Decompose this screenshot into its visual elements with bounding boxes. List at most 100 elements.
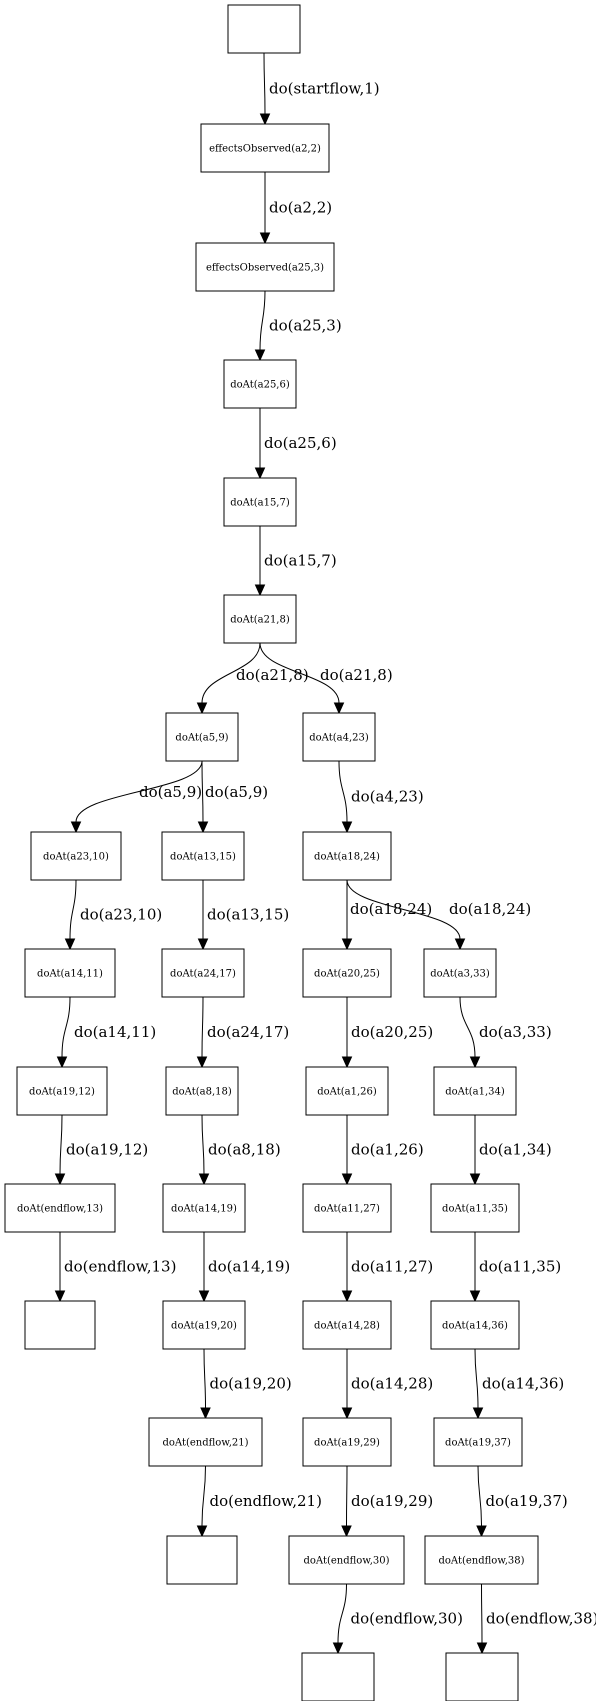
node-box bbox=[302, 948, 392, 998]
edge-label: do(a14,11) bbox=[74, 1023, 156, 1041]
edge-line bbox=[337, 1583, 347, 1644]
arrow-head-icon bbox=[54, 1173, 66, 1186]
arrow-head-icon bbox=[341, 1407, 353, 1420]
arrow-head-icon bbox=[196, 1056, 208, 1069]
node-label: doAt(a14,19) bbox=[171, 1204, 237, 1215]
node-label: doAt(a1,26) bbox=[317, 1087, 377, 1098]
node-label: doAt(endflow,21) bbox=[162, 1438, 248, 1449]
transition-edge: do(a19,37) bbox=[476, 1465, 568, 1538]
transition-edge: do(a11,27) bbox=[341, 1231, 433, 1303]
transition-edge: do(a25,3) bbox=[254, 290, 342, 362]
transition-edge: do(a1,34) bbox=[469, 1114, 552, 1186]
edge-line bbox=[201, 996, 204, 1058]
empty-state-node bbox=[166, 1535, 238, 1585]
node-box bbox=[166, 1535, 238, 1585]
node-label: doAt(a19,20) bbox=[171, 1321, 237, 1332]
arrow-head-icon bbox=[341, 1525, 352, 1538]
node-box bbox=[305, 1066, 389, 1116]
transition-edge: do(startflow,1) bbox=[259, 52, 380, 126]
state-node: effectsObserved(a25,3) bbox=[195, 242, 335, 292]
node-label: doAt(a5,9) bbox=[175, 733, 228, 744]
empty-state-node bbox=[301, 1652, 375, 1701]
empty-state-node bbox=[445, 1652, 519, 1701]
edge-label: do(a25,6) bbox=[264, 434, 337, 452]
edge-label: do(a23,10) bbox=[80, 906, 162, 924]
edge-label: do(a1,26) bbox=[351, 1141, 424, 1159]
node-label: doAt(a19,29) bbox=[314, 1438, 380, 1449]
edge-label: do(startflow,1) bbox=[269, 80, 380, 98]
arrow-head-icon bbox=[469, 1173, 481, 1186]
transition-edge: do(a5,9) bbox=[70, 760, 203, 834]
node-label: doAt(a8,18) bbox=[172, 1087, 232, 1098]
arrow-head-icon bbox=[198, 1173, 210, 1186]
arrow-head-icon bbox=[64, 938, 76, 951]
edge-line bbox=[61, 996, 71, 1058]
node-box bbox=[24, 948, 116, 998]
node-box bbox=[16, 1066, 108, 1116]
node-label: doAt(endflow,38) bbox=[438, 1556, 524, 1567]
edge-label: do(a24,17) bbox=[207, 1023, 289, 1041]
state-node: doAt(a14,36) bbox=[430, 1300, 520, 1350]
state-node: doAt(a19,12) bbox=[16, 1066, 108, 1116]
node-box bbox=[162, 1300, 246, 1350]
edge-label: do(a19,29) bbox=[351, 1492, 433, 1510]
edge-label: do(a21,8) bbox=[320, 666, 393, 684]
edge-line bbox=[69, 879, 77, 940]
transition-edge: do(a1,26) bbox=[341, 1114, 424, 1186]
arrow-head-icon bbox=[70, 821, 82, 834]
transition-edge: do(a3,33) bbox=[459, 996, 552, 1069]
node-box bbox=[445, 1652, 519, 1701]
arrow-head-icon bbox=[454, 938, 466, 951]
node-box bbox=[288, 1535, 405, 1585]
state-node: doAt(a11,35) bbox=[430, 1183, 520, 1233]
arrow-head-icon bbox=[341, 1056, 353, 1069]
arrow-head-icon bbox=[197, 938, 209, 951]
empty-state-node bbox=[227, 4, 301, 54]
node-label: doAt(a14,36) bbox=[442, 1321, 508, 1332]
transition-edge: do(a13,15) bbox=[197, 880, 289, 951]
edge-label: do(endflow,30) bbox=[351, 1610, 463, 1628]
state-node: doAt(a5,9) bbox=[165, 712, 239, 762]
node-label: doAt(a3,33) bbox=[430, 969, 490, 980]
edge-label: do(a4,23) bbox=[351, 788, 424, 806]
state-node: doAt(a19,37) bbox=[433, 1417, 523, 1467]
node-box bbox=[200, 123, 330, 173]
edge-line bbox=[338, 760, 348, 823]
arrow-head-icon bbox=[341, 938, 353, 951]
edge-label: do(a8,18) bbox=[208, 1141, 281, 1159]
empty-state-node bbox=[24, 1300, 96, 1350]
node-label: doAt(a14,11) bbox=[37, 969, 103, 980]
state-node: doAt(a13,15) bbox=[161, 831, 245, 881]
arrow-head-icon bbox=[197, 821, 209, 834]
node-box bbox=[433, 1417, 523, 1467]
state-node: doAt(endflow,21) bbox=[148, 1417, 263, 1467]
node-box bbox=[302, 712, 376, 762]
arrow-head-icon bbox=[469, 1056, 481, 1069]
transition-edge: do(endflow,38) bbox=[476, 1583, 596, 1655]
node-box bbox=[301, 1652, 375, 1701]
state-node: effectsObserved(a2,2) bbox=[200, 123, 330, 173]
state-node: doAt(a21,8) bbox=[223, 594, 297, 644]
state-node: doAt(a15,7) bbox=[223, 477, 297, 527]
node-box bbox=[433, 1066, 517, 1116]
node-box bbox=[302, 1300, 392, 1350]
state-node: doAt(a1,26) bbox=[305, 1066, 389, 1116]
node-box bbox=[302, 1183, 392, 1233]
node-box bbox=[24, 1300, 96, 1350]
transition-edge: do(a19,12) bbox=[54, 1114, 148, 1186]
edge-label: do(a21,8) bbox=[236, 666, 309, 684]
node-label: doAt(a4,23) bbox=[309, 733, 369, 744]
node-box bbox=[165, 712, 239, 762]
state-node: doAt(a4,23) bbox=[302, 712, 376, 762]
edge-line bbox=[263, 52, 266, 115]
transition-edge: do(a14,11) bbox=[56, 996, 156, 1069]
edge-line bbox=[259, 642, 340, 704]
state-node: doAt(a20,25) bbox=[302, 948, 392, 998]
node-box bbox=[4, 1183, 116, 1233]
node-label: doAt(a19,12) bbox=[29, 1087, 95, 1098]
arrow-head-icon bbox=[332, 1642, 344, 1655]
transition-edge: do(a20,25) bbox=[341, 996, 433, 1069]
edge-label: do(a25,3) bbox=[269, 317, 342, 335]
edge-line bbox=[201, 642, 261, 704]
